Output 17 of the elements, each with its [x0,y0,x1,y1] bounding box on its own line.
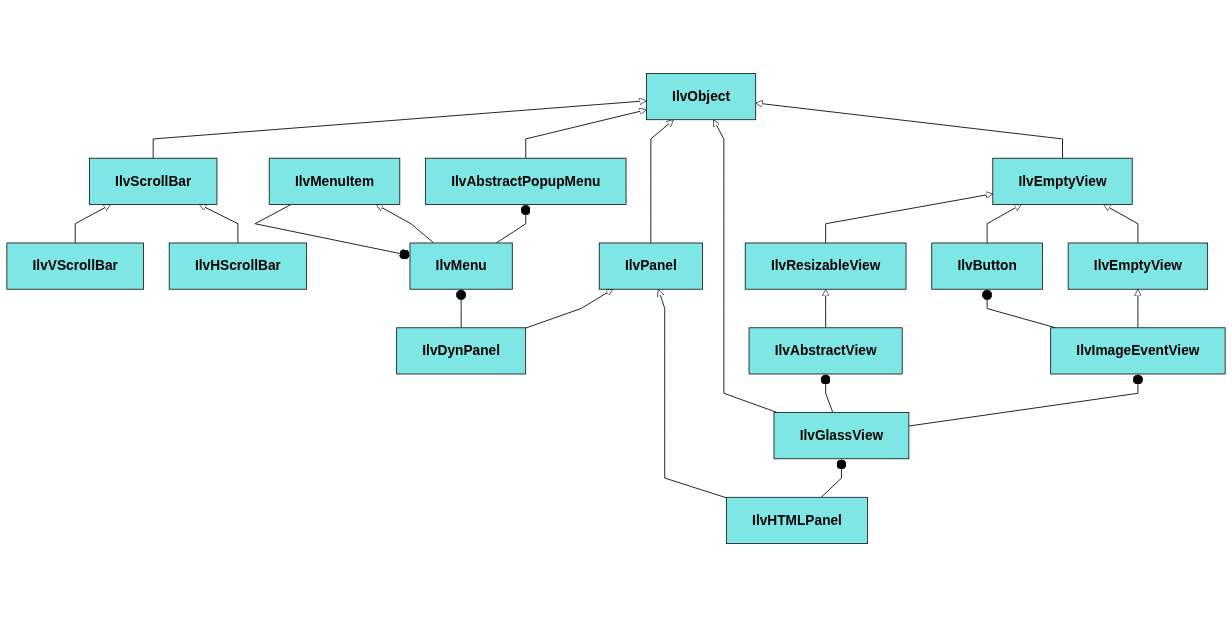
node-box: IlvResizableView [744,242,907,290]
node-box: IlvEmptyView [1067,242,1209,290]
node-box: IlvButton [931,242,1043,290]
node-box: IlvMenu [409,242,513,290]
node-box: IlvAbstractPopupMenu [425,157,627,205]
node-box: IlvScrollBar [88,157,218,205]
node-box: IlvHTMLPanel [726,496,869,544]
node-box: IlvEmptyView [992,157,1133,205]
node-box: IlvPanel [598,242,703,290]
node-box: IlvDynPanel [396,327,527,375]
node-box: IlvVScrollBar [6,242,144,290]
node-box: IlvImageEventView [1050,327,1226,375]
node-box: IlvObject [646,73,757,121]
node-box: IlvAbstractView [748,327,903,375]
node-box: IlvMenuItem [268,157,401,205]
node-box: IlvGlassView [773,412,910,460]
node-box: IlvHScrollBar [168,242,308,290]
